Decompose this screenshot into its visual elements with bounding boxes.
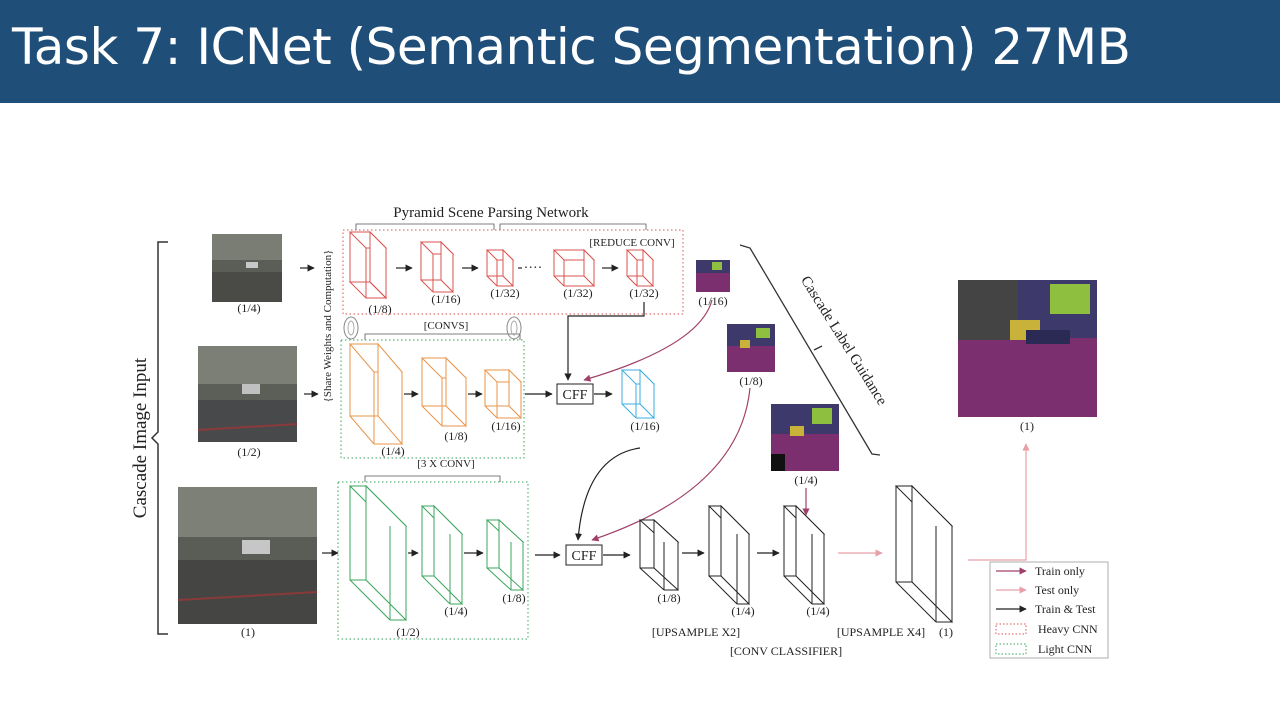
- psp-brace-left: [355, 223, 495, 230]
- arrow-final-to-output: [968, 443, 1030, 561]
- scale-g2: (1/8): [739, 374, 762, 388]
- r2-block-2: [420, 356, 468, 428]
- three-conv-label: [3 X CONV]: [417, 458, 474, 470]
- light-cnn-box-mid: [340, 339, 525, 459]
- input-image-quarter: [212, 234, 282, 302]
- scale-g3: (1/4): [794, 473, 817, 487]
- convs-brace: [364, 333, 521, 340]
- legend-box: [989, 561, 1109, 659]
- scale-r2-c: (1/16): [491, 419, 520, 433]
- scale-up-b: (1/4): [731, 604, 754, 618]
- scale-r1-a: (1/8): [368, 302, 391, 316]
- scale-final: (1): [939, 625, 953, 639]
- guidance-image-3: [771, 404, 839, 471]
- arrow-g2-to-cff2: [591, 387, 751, 542]
- legend-light-swatch: [995, 643, 1027, 655]
- legend-heavy-label: Heavy CNN: [1038, 622, 1098, 636]
- r3-block-2: [420, 504, 464, 606]
- scale-out: (1): [1020, 419, 1034, 433]
- share-icon-left: [343, 316, 359, 340]
- scale-up-a: (1/8): [657, 591, 680, 605]
- scale-up-c: (1/4): [806, 604, 829, 618]
- scale-r3-c: (1/8): [502, 591, 525, 605]
- legend-test-label: Test only: [1035, 583, 1079, 597]
- r3-block-3: [485, 518, 525, 592]
- cff-label-1: CFF: [563, 388, 588, 403]
- cascade-input-label: Cascade Image Input: [130, 357, 151, 518]
- r1-block-1: [348, 230, 388, 300]
- scale-r3-b: (1/4): [444, 604, 467, 618]
- guidance-tick: [813, 345, 823, 351]
- title-bar: Task 7: ICNet (Semantic Segmentation) 27…: [0, 0, 1280, 103]
- share-weights-label: {Share Weights and Computation}: [322, 250, 334, 403]
- scale-r1-b: (1/16): [431, 292, 460, 306]
- input-image-full: [177, 487, 318, 624]
- r3-block-1: [348, 484, 408, 622]
- scale-r1-e: (1/32): [629, 286, 658, 300]
- r1-block-2: [419, 240, 455, 294]
- scale-r1-d: (1/32): [563, 286, 592, 300]
- up-block-1: [638, 518, 680, 592]
- legend-both-label: Train & Test: [1035, 602, 1096, 616]
- cff-box-1: [556, 383, 594, 405]
- psp-label: Pyramid Scene Parsing Network: [393, 205, 589, 221]
- scale-r3-a: (1/2): [396, 625, 419, 639]
- slide-title: Task 7: ICNet (Semantic Segmentation) 27…: [12, 18, 1131, 76]
- legend-heavy-swatch: [995, 623, 1027, 635]
- input-brace: [150, 241, 168, 635]
- scale-in-q: (1/4): [237, 301, 260, 315]
- scale-in-h: (1/2): [237, 445, 260, 459]
- guidance-image-2: [727, 324, 775, 372]
- arrow-g1-to-cff1: [583, 299, 713, 382]
- output-segmentation: [958, 280, 1097, 417]
- scale-r2-a: (1/4): [381, 444, 404, 458]
- cff-box-2: [565, 544, 603, 566]
- r1-block-3: [485, 248, 515, 288]
- upsample-x4-label: [UPSAMPLE X4]: [837, 625, 925, 639]
- arrow-r1-to-cff1: [564, 302, 645, 381]
- dots-label: ····: [524, 261, 543, 276]
- r2-block-3: [483, 368, 523, 420]
- legend-light-label: Light CNN: [1038, 642, 1093, 656]
- scale-in-f: (1): [241, 625, 255, 639]
- share-icon-right: [506, 316, 522, 340]
- reduce-conv-label: [REDUCE CONV]: [589, 237, 674, 249]
- final-block: [894, 484, 954, 624]
- cff-label-2: CFF: [572, 549, 597, 564]
- scale-r1-c: (1/32): [490, 286, 519, 300]
- guidance-label: Cascade Label Guidance: [797, 273, 890, 408]
- psp-brace-right: [499, 223, 647, 230]
- scale-r2-b: (1/8): [444, 429, 467, 443]
- cff1-output-block: [620, 368, 656, 420]
- light-cnn-box-bottom: [337, 481, 529, 640]
- scale-g1: (1/16): [698, 294, 727, 308]
- guidance-image-1: [696, 260, 730, 292]
- up-block-2: [707, 504, 751, 606]
- arrow-cff1-to-cff2: [574, 447, 641, 541]
- three-conv-brace: [364, 475, 501, 482]
- r1-block-5: [625, 248, 655, 288]
- r2-block-1: [348, 342, 404, 446]
- conv-classifier-label: [CONV CLASSIFIER]: [730, 644, 842, 658]
- r1-block-4: [552, 248, 596, 288]
- scale-cff1: (1/16): [630, 419, 659, 433]
- up-block-3: [782, 504, 826, 606]
- upsample-x2-label: [UPSAMPLE X2]: [652, 625, 740, 639]
- guidance-bracket: [739, 244, 881, 456]
- input-image-half: [197, 346, 298, 442]
- legend-train-label: Train only: [1035, 564, 1085, 578]
- convs-label: [CONVS]: [424, 320, 469, 332]
